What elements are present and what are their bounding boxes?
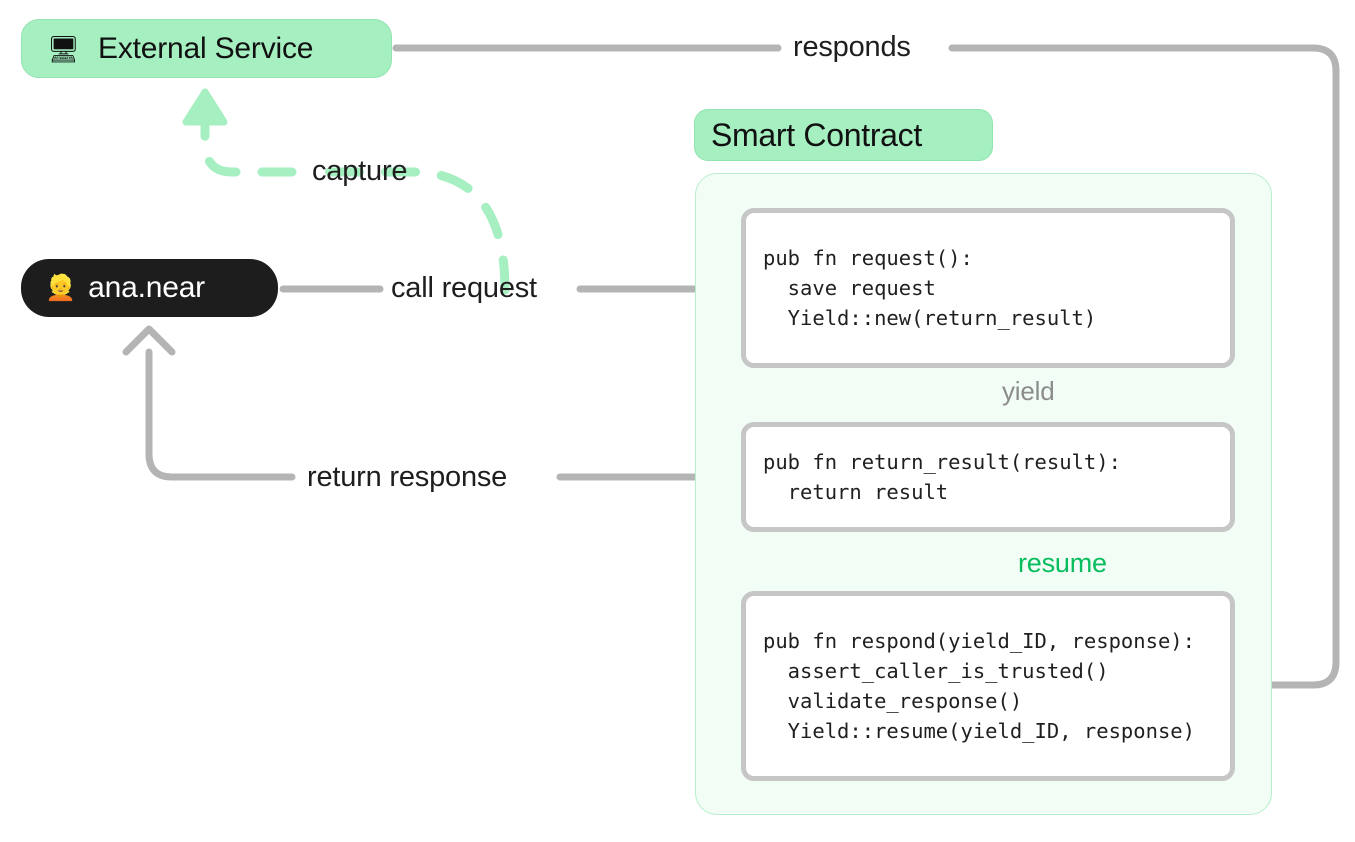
edge-label-responds: responds (793, 31, 911, 63)
code-block-return-result[interactable]: pub fn return_result(result): return res… (741, 422, 1235, 532)
edge-label-capture: capture (312, 155, 408, 187)
smart-contract-label: Smart Contract (711, 116, 922, 153)
external-service-label: External Service (98, 31, 314, 65)
node-external-service[interactable]: 🖥 External Service (21, 19, 392, 78)
edge-label-return-response: return response (307, 461, 508, 493)
node-user-account[interactable]: 👱 ana.near (21, 259, 278, 317)
edge-label-call-request: call request (391, 272, 537, 304)
node-smart-contract[interactable]: Smart Contract (694, 109, 993, 161)
server-tower-icon: 🖥 (47, 33, 81, 64)
person-avatar-icon: 👱 (45, 273, 77, 302)
user-account-label: ana.near (88, 271, 205, 304)
code-block-respond[interactable]: pub fn respond(yield_ID, response): asse… (741, 591, 1235, 781)
edge-return-response (122, 325, 742, 481)
edge-label-resume: resume (1018, 548, 1107, 578)
edge-label-yield: yield (1002, 376, 1055, 406)
code-block-request[interactable]: pub fn request(): save request Yield::ne… (741, 208, 1235, 368)
